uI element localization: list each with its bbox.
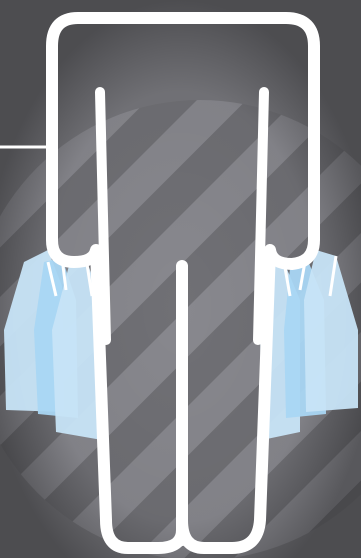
- left-arm-inner-line: [100, 92, 106, 340]
- right-arm-inner-line: [258, 92, 264, 340]
